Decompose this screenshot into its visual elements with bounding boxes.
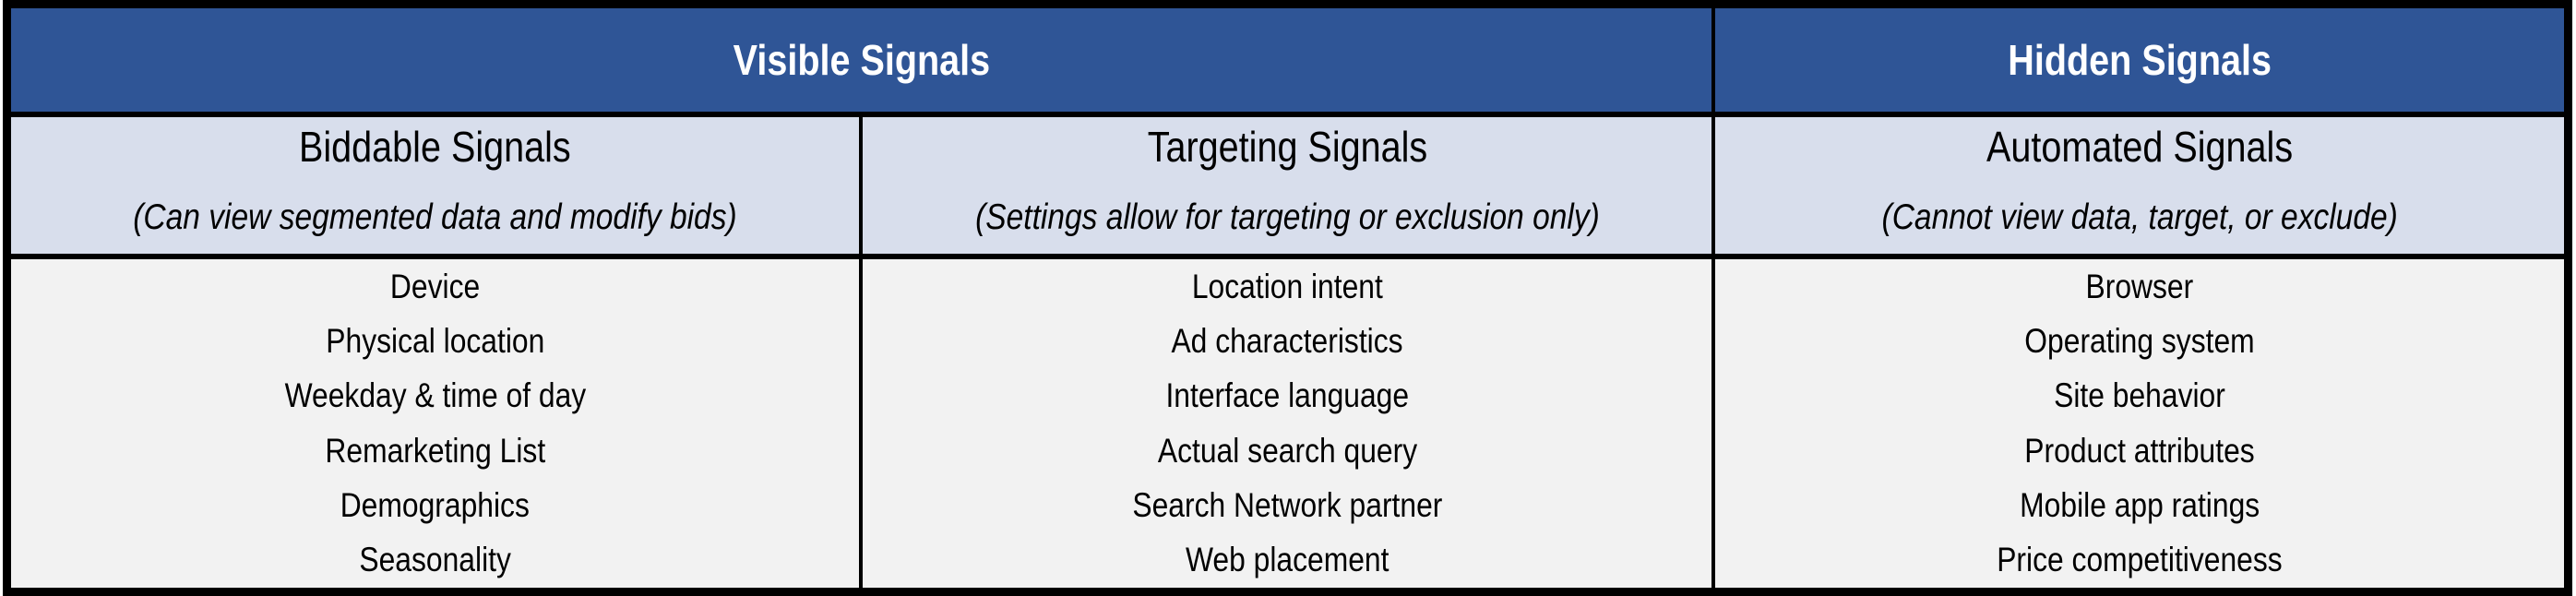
subheader-biddable-caption: (Can view segmented data and modify bids… — [133, 197, 737, 237]
list-item: Site behavior — [2054, 376, 2225, 415]
list-item: Actual search query — [1157, 431, 1417, 470]
list-item: Mobile app ratings — [2020, 485, 2260, 524]
group-header-hidden-signals: Hidden Signals — [1711, 8, 2564, 112]
signals-table: Visible Signals Hidden Signals Biddable … — [3, 0, 2572, 596]
subheader-targeting-caption: (Settings allow for targeting or exclusi… — [974, 197, 1600, 237]
subheader-targeting-signals: Targeting Signals (Settings allow for ta… — [859, 112, 1712, 254]
list-item: Weekday & time of day — [284, 376, 586, 415]
list-item: Device — [389, 267, 481, 305]
list-item: Price competitiveness — [1997, 541, 2283, 579]
list-item: Interface language — [1165, 376, 1409, 415]
list-item: Operating system — [2024, 321, 2255, 360]
list-item: Browser — [2085, 267, 2194, 305]
subheader-biddable-title: Biddable Signals — [299, 123, 571, 171]
list-item: Location intent — [1191, 267, 1383, 305]
list-item: Web placement — [1185, 541, 1389, 579]
automated-signals-list: Browser Operating system Site behavior P… — [1711, 254, 2564, 588]
group-header-visible-signals-label: Visible Signals — [733, 36, 990, 84]
list-item: Remarketing List — [325, 431, 545, 470]
group-header-visible-signals: Visible Signals — [11, 8, 1712, 112]
biddable-signals-list: Device Physical location Weekday & time … — [11, 254, 860, 588]
list-item: Physical location — [326, 321, 545, 360]
list-item: Ad characteristics — [1171, 321, 1403, 360]
subheader-targeting-title: Targeting Signals — [1147, 123, 1427, 171]
subheader-automated-title: Automated Signals — [1986, 123, 2294, 171]
list-item: Product attributes — [2024, 431, 2255, 470]
list-item: Demographics — [340, 485, 531, 524]
group-header-hidden-signals-label: Hidden Signals — [2008, 36, 2272, 84]
targeting-signals-list: Location intent Ad characteristics Inter… — [859, 254, 1712, 588]
list-item: Search Network partner — [1132, 485, 1443, 524]
subheader-biddable-signals: Biddable Signals (Can view segmented dat… — [11, 112, 860, 254]
subheader-automated-caption: (Cannot view data, target, or exclude) — [1881, 197, 2398, 237]
subheader-automated-signals: Automated Signals (Cannot view data, tar… — [1711, 112, 2564, 254]
list-item: Seasonality — [359, 541, 511, 579]
